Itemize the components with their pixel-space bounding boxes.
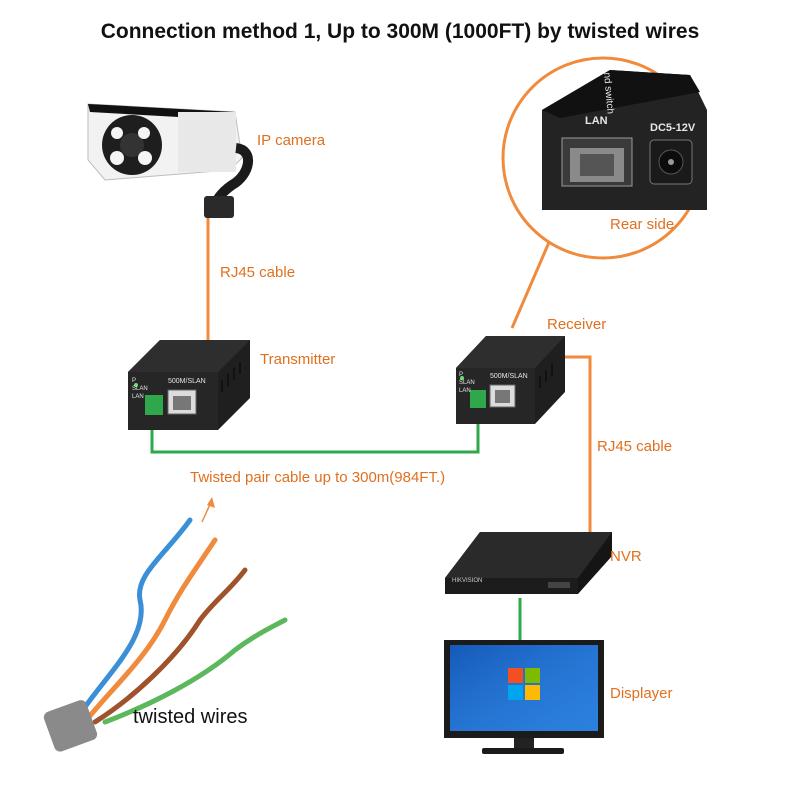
- twisted-pair-line: [150, 418, 480, 454]
- rx-front-text: 500M/SLAN: [490, 373, 528, 380]
- twisted-pair-label: Twisted pair cable up to 300m(984FT.): [190, 469, 446, 486]
- rj45-cable-nvr-line: [565, 355, 592, 547]
- twisted-wires-image: [43, 517, 288, 752]
- ip-camera-label: IP camera: [257, 132, 326, 149]
- receiver-label: Receiver: [547, 316, 607, 333]
- transmitter-device: [128, 340, 250, 430]
- nvr-device: [445, 532, 612, 594]
- rj45-cable-left-label: RJ45 cable: [220, 264, 296, 281]
- nvr-label: NVR: [610, 548, 642, 565]
- rear-dc-label: DC5-12V: [650, 122, 696, 134]
- transmitter-label: Transmitter: [260, 351, 336, 368]
- ip-camera-image: [87, 103, 254, 218]
- twisted-wires-label: twisted wires: [133, 706, 248, 728]
- monitor-device: [444, 640, 604, 754]
- diagram-title: Connection method 1, Up to 300M (1000FT)…: [100, 20, 700, 43]
- tx-led-p: P: [132, 378, 137, 384]
- rx-led-lan: LAN: [459, 388, 471, 394]
- rx-led-slan: SLAN: [459, 380, 475, 386]
- arrow-head: [207, 497, 215, 508]
- displayer-label: Displayer: [610, 685, 673, 702]
- rear-side-label: Rear side: [610, 216, 675, 233]
- tx-led-lan: LAN: [132, 394, 144, 400]
- rj45-cable-right-label: RJ45 cable: [597, 438, 673, 455]
- nvr-brand: HIKVISION: [452, 578, 483, 584]
- receiver-device: [456, 336, 565, 424]
- receiver-rear-pointer-line: [510, 239, 552, 329]
- tx-led-slan: SLAN: [132, 386, 148, 392]
- rear-lan-label: LAN: [585, 115, 608, 127]
- tx-front-text: 500M/SLAN: [168, 378, 206, 385]
- rear-side-zoom: [501, 56, 707, 260]
- rx-led-p: P: [459, 372, 464, 378]
